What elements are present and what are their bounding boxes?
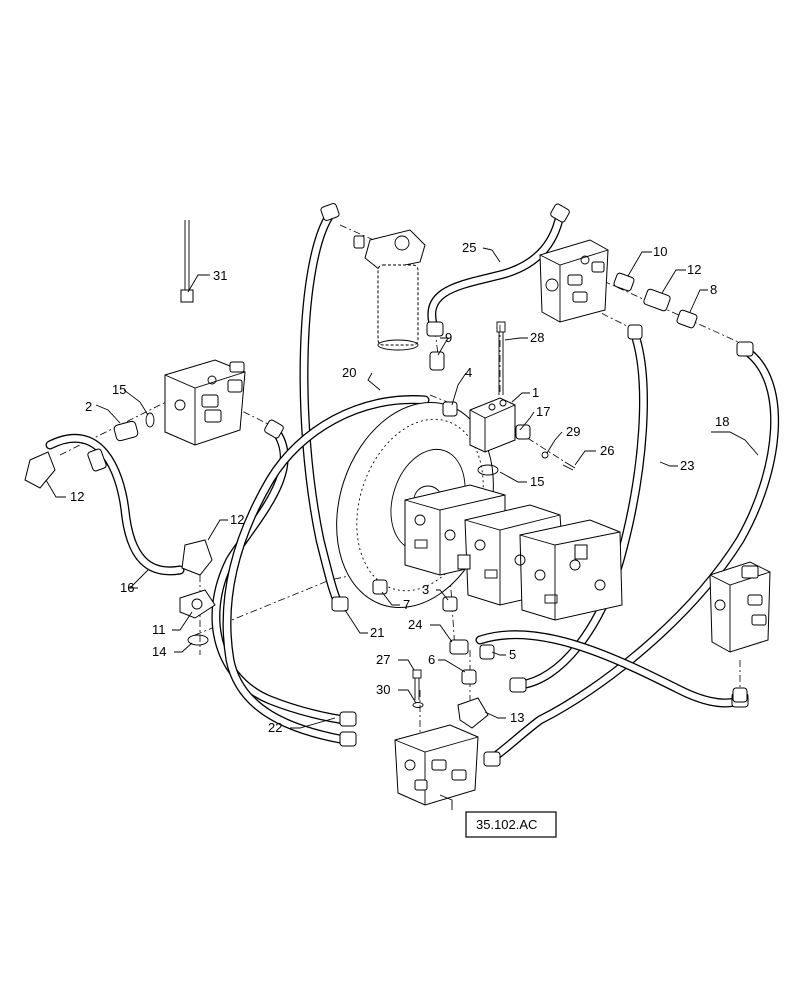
callout-28: 28 [530,330,544,345]
callout-1: 1 [532,385,539,400]
callout-26: 26 [600,443,614,458]
valve-block-left [164,359,246,446]
callout-31: 31 [213,268,227,283]
callout-25: 25 [462,240,476,255]
callout-9: 9 [445,330,452,345]
hose-25 [427,210,565,335]
callout-5: 5 [509,647,516,662]
callout-10: 10 [653,244,667,259]
callout-24: 24 [408,617,422,632]
callout-14: 12 [687,262,701,277]
callout-30: 30 [376,682,390,697]
callout-11: 11 [152,622,166,637]
small-fittings [24,220,748,729]
callout-23: 23 [680,458,694,473]
callout-7: 7 [403,597,410,612]
solenoid-block [469,397,531,453]
callout-4: 4 [465,365,472,380]
hose-21 [211,425,350,725]
callout-16: 15 [112,382,126,397]
callout-17: 17 [536,404,550,419]
callout-27: 27 [376,652,390,667]
callout-29: 29 [566,424,580,439]
callout-20: 20 [342,365,356,380]
callout-labels: 31 25 10 12 8 9 28 20 4 1 15 2 17 29 18 … [70,240,729,735]
callout-21: 22 [268,720,282,735]
filter-assembly [353,229,426,351]
hose-20b [222,395,430,745]
callout-19: 18 [715,414,729,429]
hose-20 [299,210,345,610]
callout-6: 6 [428,652,435,667]
callout-18: 16 [120,580,134,595]
hose-right-low [475,630,745,708]
callout-8: 8 [710,282,717,297]
callout-15-low: 14 [152,644,166,659]
valve-block-bottom [394,724,479,806]
valve-block-right [709,561,771,653]
reference-box[interactable]: 35.102.AC [465,811,557,838]
leader-lines [45,247,759,810]
callout-2: 2 [85,399,92,414]
pump-motor-assembly [336,401,623,621]
callout-15-mid: 15 [530,474,544,489]
hose-18 [45,433,185,576]
valve-block-top-right [539,239,609,323]
reference-label: 35.102.AC [476,817,537,832]
callout-12-mid: 12 [230,512,244,527]
callout-22: 21 [370,625,384,640]
callout-13: 13 [510,710,524,725]
hose-19 [485,345,780,765]
callout-3: 3 [422,582,429,597]
callout-12-top: 12 [70,489,84,504]
